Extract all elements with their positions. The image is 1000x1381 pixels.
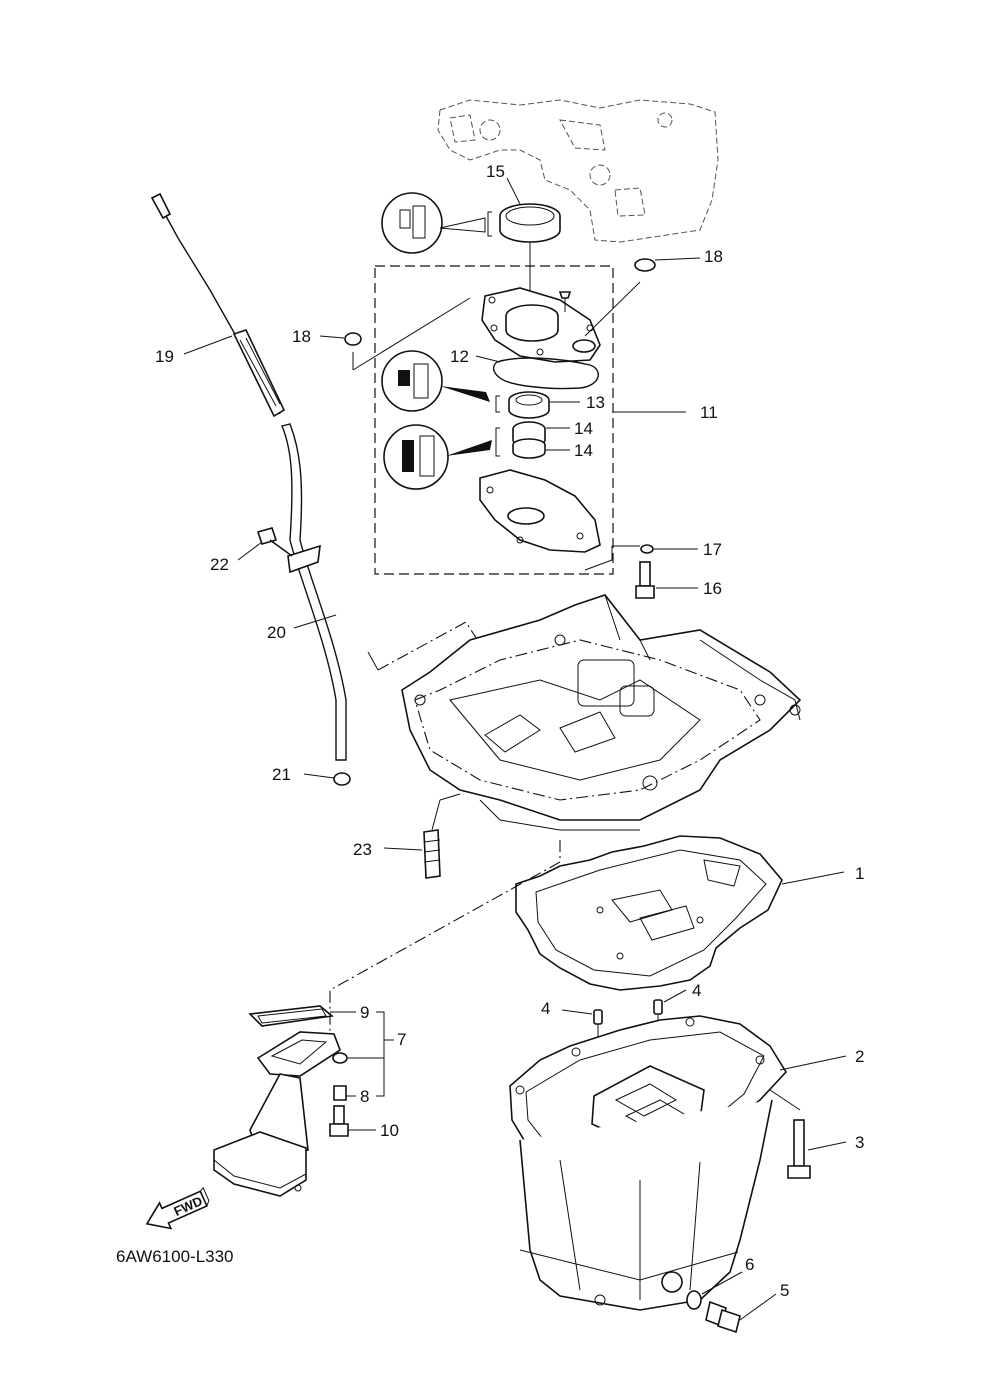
dowel-pin-4-right[interactable] [653, 999, 663, 1015]
callout-5: 5 [780, 1281, 789, 1300]
callout-21: 21 [272, 765, 291, 784]
callout-17: 17 [703, 540, 722, 559]
callout-8: 8 [360, 1087, 369, 1106]
callout-13: 13 [586, 393, 605, 412]
grommet-8-upper[interactable] [332, 1052, 348, 1064]
collar-8[interactable] [333, 1085, 347, 1101]
o-ring-18-left[interactable] [344, 332, 362, 346]
callout-18-right: 18 [704, 247, 723, 266]
seal-ring-15[interactable] [499, 203, 561, 243]
oil-seal-14-lower[interactable] [512, 438, 546, 459]
callout-7: 7 [397, 1030, 406, 1049]
callout-2: 2 [855, 1047, 864, 1066]
assembly-boundary-11 [374, 265, 614, 575]
callout-16: 16 [703, 579, 722, 598]
dipstick-19[interactable] [150, 192, 286, 418]
callout-1: 1 [855, 864, 864, 883]
callout-15: 15 [486, 162, 505, 181]
callout-4-right: 4 [692, 981, 701, 1000]
forward-direction-arrow-icon: FWD [145, 1186, 210, 1230]
callout-14-upper: 14 [574, 419, 593, 438]
diagram-code: 6AW6100-L330 [116, 1247, 234, 1266]
callout-11: 11 [700, 403, 718, 422]
pump-housing-upper[interactable] [481, 287, 601, 363]
callout-14-lower: 14 [574, 441, 593, 460]
callout-4-left: 4 [541, 999, 550, 1018]
bolt-10[interactable] [329, 1105, 349, 1137]
callout-9: 9 [360, 1003, 369, 1022]
grease-symbol-icon [381, 192, 492, 254]
dipstick-guide-20[interactable] [281, 423, 347, 761]
callout-3: 3 [855, 1133, 864, 1152]
callout-19: 19 [155, 347, 174, 366]
oil-seal-13[interactable] [508, 391, 550, 419]
callout-6: 6 [745, 1255, 754, 1274]
callout-22: 22 [210, 555, 229, 574]
washer-17[interactable] [640, 544, 654, 554]
pump-housing-lower[interactable] [479, 469, 601, 553]
grease-symbol-icon [381, 350, 500, 413]
fitting-23[interactable] [423, 829, 441, 879]
bolt-16[interactable] [635, 561, 655, 599]
drain-plug-5[interactable] [705, 1300, 741, 1334]
washer-6[interactable] [686, 1290, 702, 1310]
exhaust-guide-housing [401, 594, 802, 831]
gasket-oring-12[interactable] [492, 357, 599, 390]
bolt-3[interactable] [787, 1119, 811, 1179]
oil-strainer-gasket-9[interactable] [248, 1005, 334, 1027]
oil-pan-2[interactable] [509, 1015, 788, 1311]
callout-10: 10 [380, 1121, 399, 1140]
bolt-22[interactable] [256, 527, 293, 557]
o-ring-18-right[interactable] [634, 258, 656, 272]
o-ring-21[interactable] [333, 772, 351, 786]
gasket-1[interactable] [515, 835, 783, 991]
dowel-pin-4-left[interactable] [593, 1009, 603, 1025]
callout-18-left: 18 [292, 327, 311, 346]
grease-symbol-icon [383, 424, 500, 490]
callout-20: 20 [267, 623, 286, 642]
engine-block-outline [437, 99, 719, 243]
callout-12: 12 [450, 347, 469, 366]
screw-small[interactable] [558, 291, 572, 312]
callout-23: 23 [353, 840, 372, 859]
oil-strainer[interactable] [213, 1031, 341, 1197]
